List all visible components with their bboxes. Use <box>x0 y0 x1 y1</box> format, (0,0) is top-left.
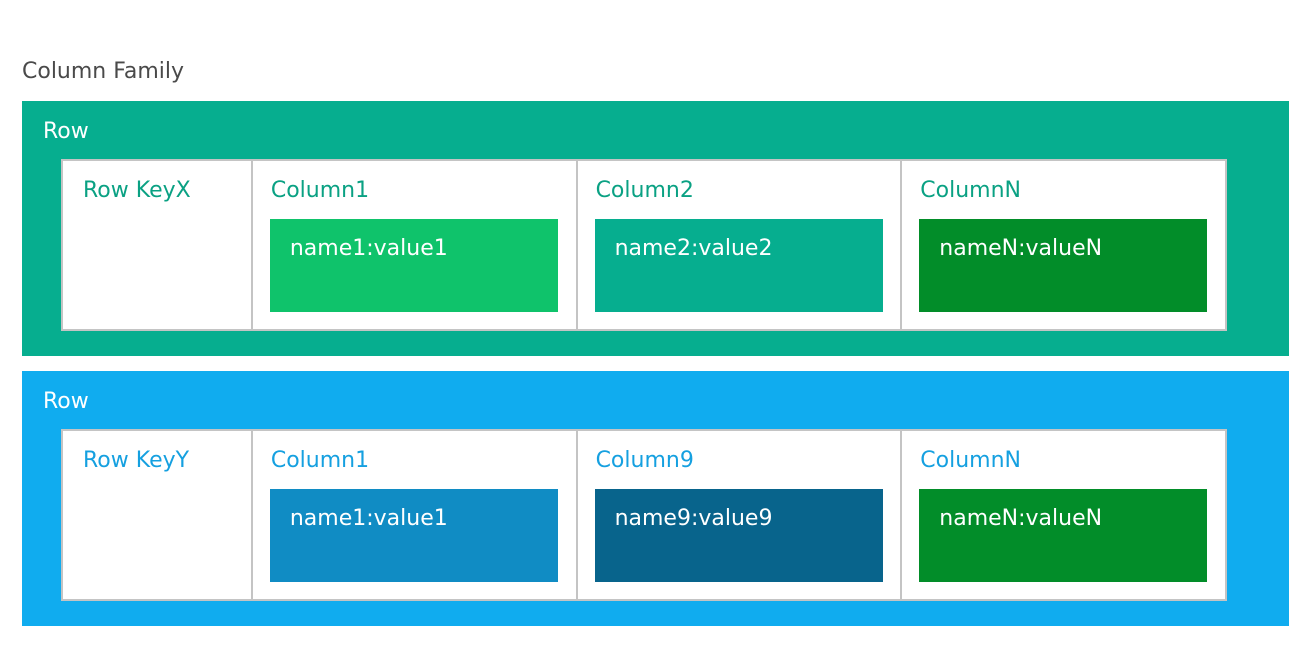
column-family-title: Column Family <box>22 59 185 84</box>
value-text: name1:value1 <box>289 236 448 261</box>
row-key-label: Row KeyX <box>83 178 191 203</box>
value-text: name1:value1 <box>289 506 448 531</box>
column-cell: Column1 name1:value1 <box>250 431 576 599</box>
column-name: Column1 <box>270 448 370 473</box>
value-box: name1:value1 <box>269 489 558 582</box>
column-cell: Column2 name2:value2 <box>575 161 901 329</box>
row-table: Row KeyY Column1 name1:value1 Column9 na… <box>61 429 1227 601</box>
column-name: Column2 <box>595 178 694 203</box>
column-name: ColumnN <box>920 448 1021 473</box>
value-box: name9:value9 <box>594 489 883 582</box>
column-cell: ColumnN nameN:valueN <box>900 431 1225 599</box>
value-box: nameN:valueN <box>919 489 1208 582</box>
value-box: name1:value1 <box>269 219 558 312</box>
value-box: nameN:valueN <box>919 219 1208 312</box>
column-cell: Column9 name9:value9 <box>575 431 901 599</box>
value-text: nameN:valueN <box>939 236 1103 261</box>
row-label: Row <box>43 119 89 144</box>
row-key-label: Row KeyY <box>83 448 190 473</box>
column-name: ColumnN <box>920 178 1021 203</box>
row-table: Row KeyX Column1 name1:value1 Column2 na… <box>61 159 1227 331</box>
row-key-cell: Row KeyY <box>63 431 251 599</box>
value-box: name2:value2 <box>594 219 883 312</box>
row-key-cell: Row KeyX <box>63 161 251 329</box>
row-block: Row Row KeyY Column1 name1:value1 Column… <box>22 371 1289 626</box>
column-cell: ColumnN nameN:valueN <box>900 161 1225 329</box>
row-label: Row <box>43 389 89 414</box>
column-cell: Column1 name1:value1 <box>250 161 576 329</box>
column-name: Column9 <box>595 448 694 473</box>
value-text: nameN:valueN <box>939 506 1103 531</box>
value-text: name9:value9 <box>614 506 773 531</box>
column-name: Column1 <box>270 178 370 203</box>
row-block: Row Row KeyX Column1 name1:value1 Column… <box>22 101 1289 356</box>
value-text: name2:value2 <box>614 236 773 261</box>
